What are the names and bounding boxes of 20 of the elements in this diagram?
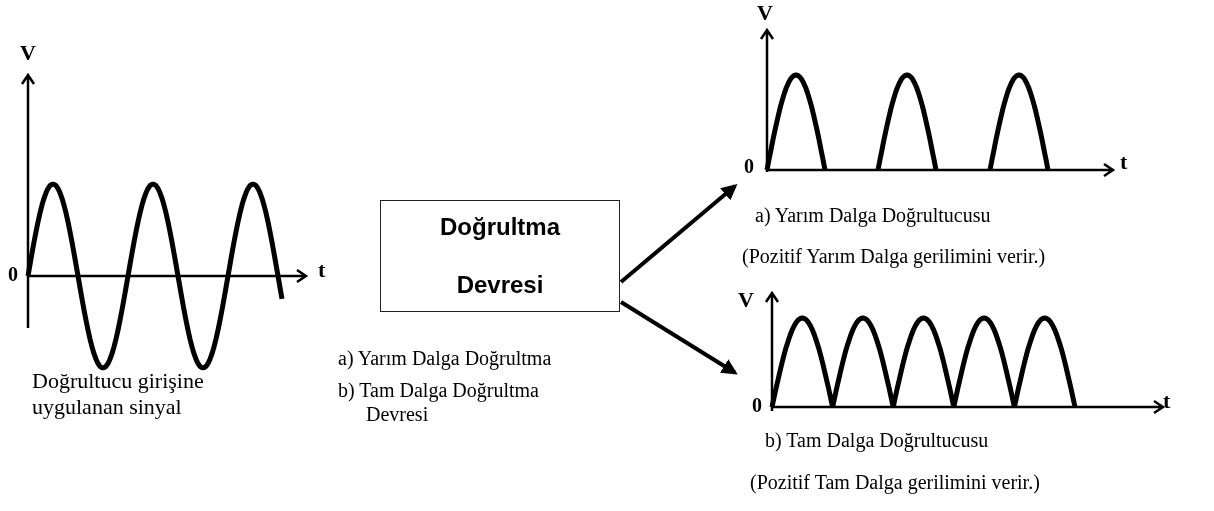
axis-label: t (1163, 388, 1171, 415)
arrow (619, 300, 738, 375)
axis-label: 0 (744, 154, 754, 178)
arrow (619, 183, 738, 284)
process-box (380, 200, 620, 312)
axis-label: V (738, 287, 754, 314)
graph-caption: a) Yarım Dalga Doğrultucusu (755, 203, 991, 227)
axis-label: V (20, 40, 36, 67)
graph-caption: (Pozitif Yarım Dalga gerilimini verir.) (742, 244, 1046, 268)
graph-caption: Doğrultucu girişine uygulanan sinyal (32, 368, 205, 421)
list-item: a) Yarım Dalga Doğrultma (338, 346, 552, 370)
axis-label: V (757, 0, 773, 27)
axis-label: 0 (752, 393, 762, 417)
axis-label: t (318, 257, 326, 284)
graph-caption: b) Tam Dalga Doğrultucusu (765, 428, 989, 452)
graph-caption: (Pozitif Tam Dalga gerilimini verir.) (750, 470, 1040, 494)
box-title: Doğrultma Devresi (439, 212, 562, 300)
axis-label: 0 (8, 262, 18, 286)
axis-label: t (1120, 149, 1128, 176)
list-item: b) Tam Dalga Doğrultma Devresi (338, 378, 540, 426)
